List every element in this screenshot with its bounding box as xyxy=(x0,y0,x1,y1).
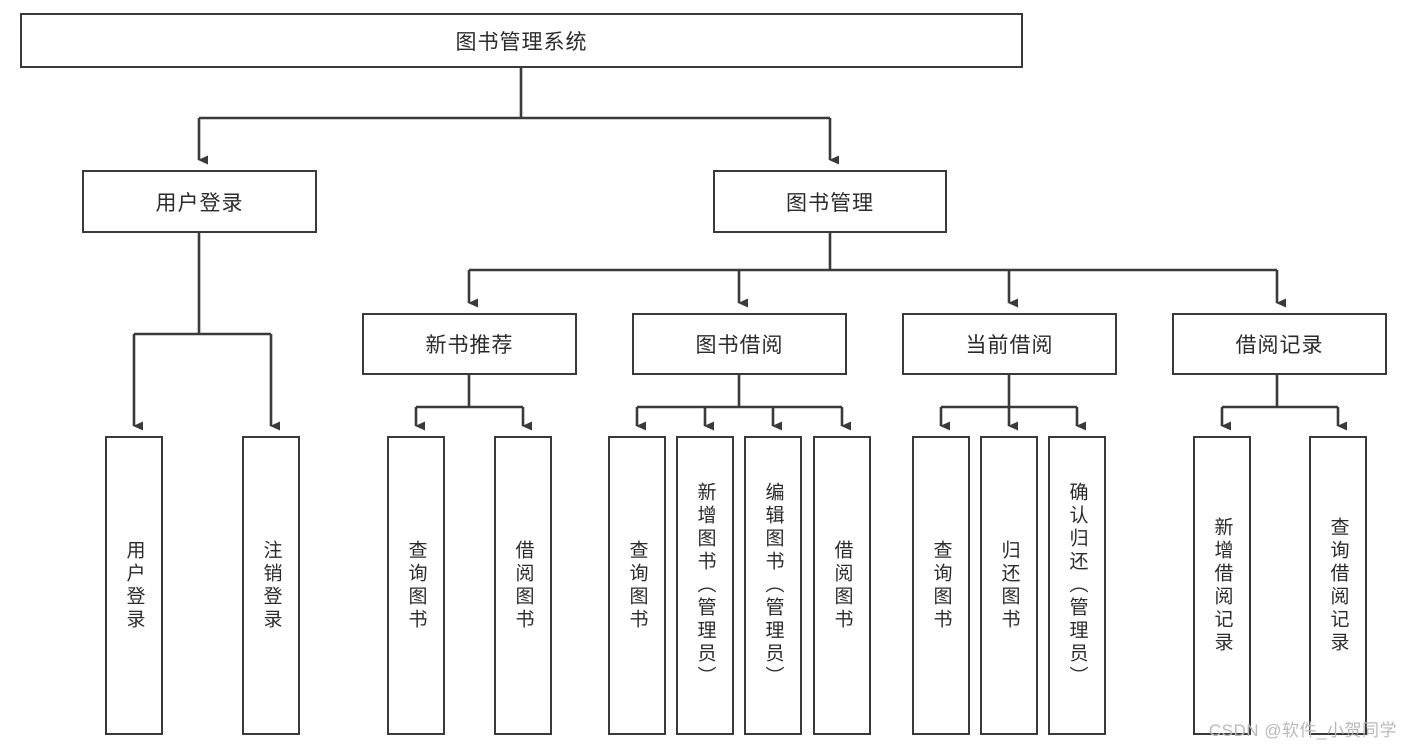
node-label: 新书推荐 xyxy=(425,334,514,357)
node-label: 新增借阅记录 xyxy=(1211,516,1233,655)
leaf-current-borrow-confirm-return-admin[interactable]: 确认归还（管理员） xyxy=(1048,436,1106,735)
leaf-current-borrow-return-book[interactable]: 归还图书 xyxy=(980,436,1038,735)
node-new-book-recommend[interactable]: 新书推荐 xyxy=(362,313,577,375)
node-label: 新增图书（管理员） xyxy=(694,482,716,689)
leaf-user-login[interactable]: 用户登录 xyxy=(105,436,163,735)
node-current-borrow[interactable]: 当前借阅 xyxy=(902,313,1117,375)
node-label: 归还图书 xyxy=(998,539,1020,632)
node-label: 借阅图书 xyxy=(831,539,853,632)
node-label: 编辑图书（管理员） xyxy=(762,482,784,689)
node-label: 图书管理 xyxy=(786,191,874,215)
node-label: 注销登录 xyxy=(260,539,282,632)
node-book-borrow[interactable]: 图书借阅 xyxy=(632,313,847,375)
leaf-book-borrow-add-book-admin[interactable]: 新增图书（管理员） xyxy=(676,436,734,735)
leaf-logout-login[interactable]: 注销登录 xyxy=(242,436,300,735)
node-label: 借阅图书 xyxy=(512,539,534,632)
node-label: 图书借阅 xyxy=(695,334,784,357)
node-label: 查询借阅记录 xyxy=(1327,516,1349,655)
node-label: 借阅记录 xyxy=(1235,334,1324,357)
leaf-current-borrow-query-book[interactable]: 查询图书 xyxy=(912,436,970,735)
node-label: 查询图书 xyxy=(405,539,427,632)
node-label: 当前借阅 xyxy=(965,334,1054,357)
node-label: 图书管理系统 xyxy=(455,30,588,54)
node-label: 确认归还（管理员） xyxy=(1066,482,1088,689)
leaf-book-borrow-query-book[interactable]: 查询图书 xyxy=(608,436,666,735)
node-label: 用户登录 xyxy=(155,191,244,215)
leaf-new-book-borrow-book[interactable]: 借阅图书 xyxy=(494,436,552,735)
node-label: 查询图书 xyxy=(626,539,648,632)
node-book-management[interactable]: 图书管理 xyxy=(713,170,947,233)
leaf-new-book-query-book[interactable]: 查询图书 xyxy=(387,436,445,735)
node-root-book-management-system[interactable]: 图书管理系统 xyxy=(20,13,1023,68)
leaf-borrow-record-query-record[interactable]: 查询借阅记录 xyxy=(1309,436,1367,735)
node-user-login[interactable]: 用户登录 xyxy=(82,170,317,233)
node-label: 用户登录 xyxy=(123,539,145,632)
leaf-book-borrow-borrow-book[interactable]: 借阅图书 xyxy=(813,436,871,735)
leaf-book-borrow-edit-book-admin[interactable]: 编辑图书（管理员） xyxy=(744,436,802,735)
node-label: 查询图书 xyxy=(930,539,952,632)
node-borrow-record[interactable]: 借阅记录 xyxy=(1172,313,1387,375)
watermark-text: CSDN @软件_小贺同学 xyxy=(1208,721,1397,740)
leaf-borrow-record-add-record[interactable]: 新增借阅记录 xyxy=(1193,436,1251,735)
